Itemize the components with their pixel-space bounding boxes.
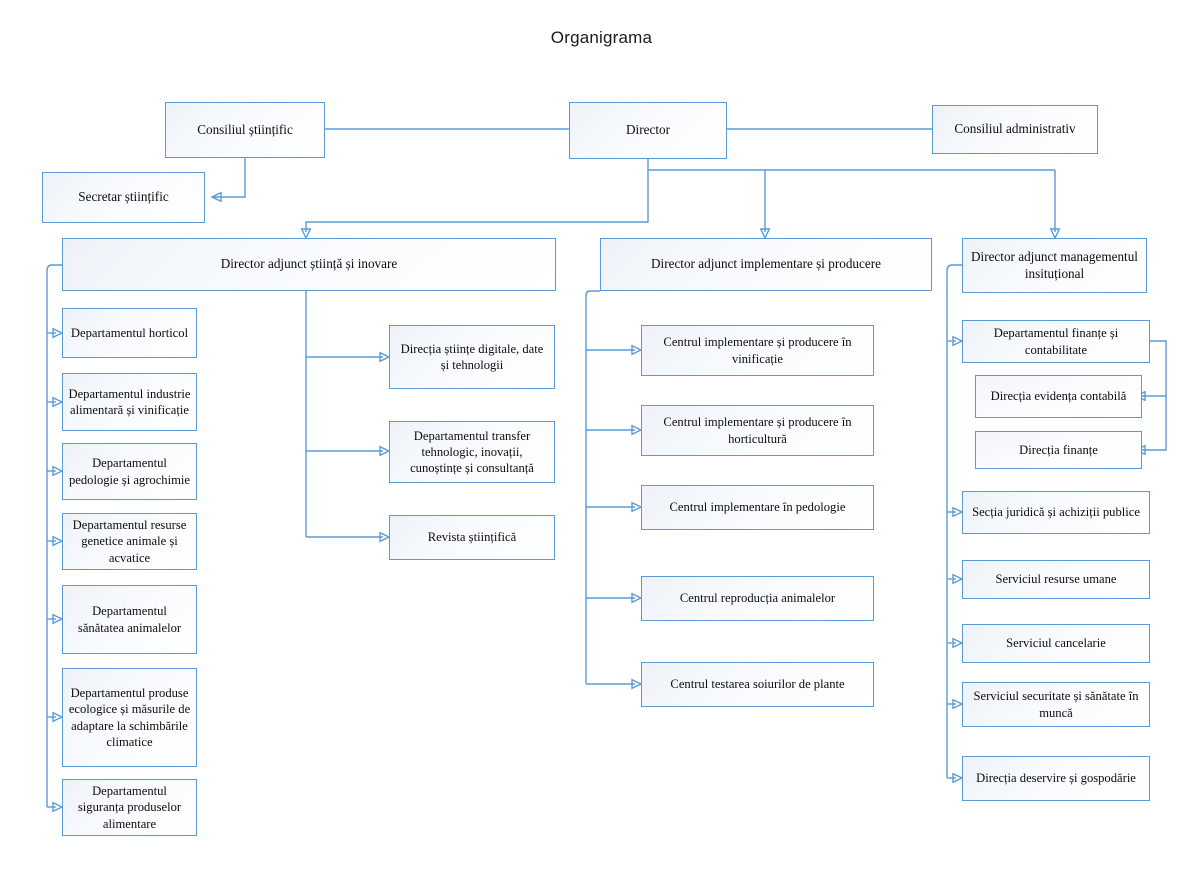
arrow-dir-stiinta bbox=[300, 228, 312, 240]
node-management-unit[interactable]: Serviciul cancelarie bbox=[962, 624, 1150, 663]
arrow-dir-management bbox=[1049, 228, 1061, 240]
node-management-unit[interactable]: Secția juridică și achiziții publice bbox=[962, 491, 1150, 534]
node-label: Centrul testarea soiurilor de plante bbox=[670, 677, 845, 692]
wire-consiliu-secretar bbox=[212, 158, 246, 198]
node-science-department[interactable]: Departamentul sănătatea animalelor bbox=[62, 585, 197, 654]
node-label: Centrul implementare în pedologie bbox=[669, 500, 846, 515]
node-label: Direcția evidența contabilă bbox=[990, 389, 1127, 404]
node-label: Departamentul horticol bbox=[70, 325, 189, 340]
node-science-department[interactable]: Departamentul resurse genetice animale ș… bbox=[62, 513, 197, 570]
node-science-department[interactable]: Departamentul siguranța produselor alime… bbox=[62, 779, 197, 836]
node-label: Serviciul resurse umane bbox=[995, 572, 1117, 587]
node-management-unit[interactable]: Departamentul finanțe și contabilitate bbox=[962, 320, 1150, 363]
node-label: Direcția finanțe bbox=[1019, 442, 1098, 457]
node-director-adjunct-stiinta[interactable]: Director adjunct știință și inovare bbox=[62, 238, 556, 291]
node-label: Director adjunct știință și inovare bbox=[220, 256, 398, 272]
node-director[interactable]: Director bbox=[569, 102, 727, 159]
page-title: Organigrama bbox=[550, 28, 653, 47]
node-label: Direcția științe digitale, date și tehno… bbox=[400, 341, 544, 372]
arrow-dir-implementare bbox=[759, 228, 771, 240]
node-label: Revista științifică bbox=[427, 530, 517, 545]
wire-science-dept-spine bbox=[46, 264, 62, 807]
node-label: Departamentul resurse genetice animale ș… bbox=[72, 518, 187, 565]
node-label: Serviciul cancelarie bbox=[1006, 636, 1106, 651]
node-secretar-stiintific[interactable]: Secretar științific bbox=[42, 172, 205, 223]
node-label: Departamentul industrie alimentară și vi… bbox=[68, 386, 191, 417]
node-label: Director adjunct managementul insituțion… bbox=[971, 248, 1138, 281]
node-science-department[interactable]: Departamentul industrie alimentară și vi… bbox=[62, 373, 197, 431]
node-consiliul-stiintific[interactable]: Consiliul științific bbox=[165, 102, 325, 158]
node-finance-subunit[interactable]: Direcția finanțe bbox=[975, 431, 1142, 469]
node-science-department[interactable]: Departamentul pedologie și agrochimie bbox=[62, 443, 197, 500]
node-label: Secția juridică și achiziții publice bbox=[972, 505, 1140, 520]
node-implementation-center[interactable]: Centrul implementare și producere în vin… bbox=[641, 325, 874, 376]
node-consiliul-administrativ[interactable]: Consiliul administrativ bbox=[932, 105, 1098, 154]
node-director-adjunct-implementare[interactable]: Director adjunct implementare și produce… bbox=[600, 238, 932, 291]
node-implementation-center[interactable]: Centrul implementare în pedologie bbox=[641, 485, 874, 530]
node-science-department[interactable]: Departamentul horticol bbox=[62, 308, 197, 358]
node-implementation-center[interactable]: Centrul reproducția animalelor bbox=[641, 576, 874, 621]
node-label: Direcția deservire și gospodărie bbox=[976, 771, 1136, 786]
node-science-direction[interactable]: Revista științifică bbox=[389, 515, 555, 560]
arrows-science-depts bbox=[52, 327, 64, 813]
node-label: Departamentul transfer tehnologic, inova… bbox=[410, 428, 534, 476]
node-science-department[interactable]: Departamentul produse ecologice și măsur… bbox=[62, 668, 197, 767]
node-label: Centrul implementare și producere în vin… bbox=[663, 335, 852, 366]
node-label: Consiliul științific bbox=[197, 121, 293, 137]
node-label: Serviciul securitate și sănătate în munc… bbox=[973, 689, 1139, 720]
wire-management-spine bbox=[946, 264, 962, 778]
wire-finance-sub-2 bbox=[1142, 396, 1167, 451]
node-implementation-center[interactable]: Centrul testarea soiurilor de plante bbox=[641, 662, 874, 707]
node-label: Departamentul finanțe și contabilitate bbox=[993, 326, 1119, 357]
arrows-centers bbox=[631, 344, 643, 690]
node-label: Director bbox=[626, 122, 670, 138]
node-science-direction[interactable]: Direcția științe digitale, date și tehno… bbox=[389, 325, 555, 389]
node-management-unit[interactable]: Serviciul resurse umane bbox=[962, 560, 1150, 599]
arrow-secretar bbox=[210, 191, 222, 203]
node-implementation-center[interactable]: Centrul implementare și producere în hor… bbox=[641, 405, 874, 456]
node-label: Secretar științific bbox=[78, 189, 169, 205]
node-label: Departamentul produse ecologice și măsur… bbox=[68, 686, 191, 749]
node-director-adjunct-management[interactable]: Director adjunct managementul insituțion… bbox=[962, 238, 1147, 293]
node-label: Consiliul administrativ bbox=[954, 121, 1076, 137]
arrows-science-directions bbox=[379, 351, 391, 543]
wire-director-bus bbox=[647, 159, 1055, 171]
node-label: Centrul reproducția animalelor bbox=[679, 591, 836, 606]
node-label: Centrul implementare și producere în hor… bbox=[663, 415, 852, 446]
node-label: Departamentul siguranța produselor alime… bbox=[77, 784, 182, 831]
node-label: Departamentul pedologie și agrochimie bbox=[68, 456, 190, 487]
node-management-unit[interactable]: Serviciul securitate și sănătate în munc… bbox=[962, 682, 1150, 727]
node-finance-subunit[interactable]: Direcția evidența contabilă bbox=[975, 375, 1142, 418]
wire-director-stiinta bbox=[305, 170, 649, 232]
node-management-unit[interactable]: Direcția deservire și gospodărie bbox=[962, 756, 1150, 801]
node-science-direction[interactable]: Departamentul transfer tehnologic, inova… bbox=[389, 421, 555, 483]
node-label: Director adjunct implementare și produce… bbox=[651, 256, 881, 272]
arrows-management bbox=[952, 335, 964, 784]
wire-implementation-spine bbox=[585, 290, 600, 684]
node-label: Departamentul sănătatea animalelor bbox=[77, 604, 182, 635]
